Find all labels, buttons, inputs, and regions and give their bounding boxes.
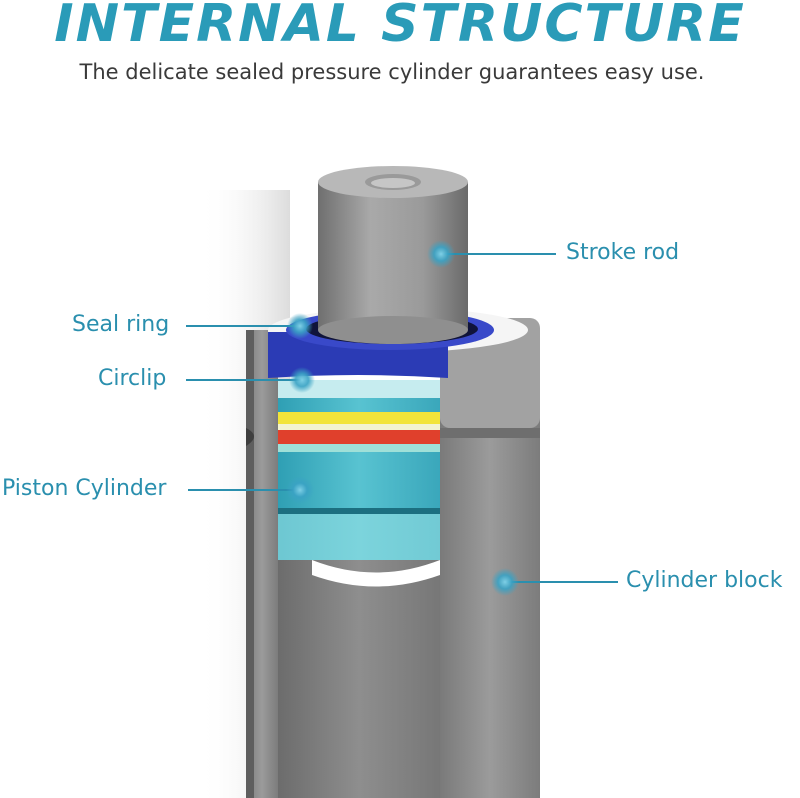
piston-band-pale (278, 424, 440, 430)
page-title: INTERNAL STRUCTURE (54, 0, 746, 54)
bore-light (312, 560, 440, 587)
piston-band-red (278, 430, 440, 444)
circlip-label: Circlip (98, 366, 167, 391)
piston-band-yellow (278, 412, 440, 424)
stroke-rod-hole-inner (371, 178, 415, 188)
piston-band-mint (278, 444, 440, 452)
piston-band-dark (278, 508, 440, 514)
seal-ring-dot (287, 313, 313, 339)
cylinder-block-groove (440, 428, 540, 438)
stroke-rod-bottom (318, 316, 468, 344)
piston-cylinder-label: Piston Cylinder (2, 476, 167, 501)
cylinder-block-label: Cylinder block (626, 568, 783, 593)
piston-bottom-shade (278, 514, 440, 560)
seal-ring-label: Seal ring (72, 312, 170, 337)
cylinder-block-notch (246, 428, 254, 446)
cylinder-block-right-wall (440, 335, 540, 798)
piston-band-light (278, 380, 440, 398)
stroke-rod-dot (427, 240, 455, 268)
circlip-dot (289, 367, 315, 393)
page-subtitle: The delicate sealed pressure cylinder gu… (79, 60, 705, 84)
cylinder-block-left-edge (246, 330, 254, 798)
piston-band-teal-upper (278, 398, 440, 412)
cylinder-block-dot (491, 568, 519, 596)
piston-cylinder-dot (286, 476, 314, 504)
stroke-rod-label: Stroke rod (566, 240, 680, 265)
inner-bore (278, 560, 440, 798)
